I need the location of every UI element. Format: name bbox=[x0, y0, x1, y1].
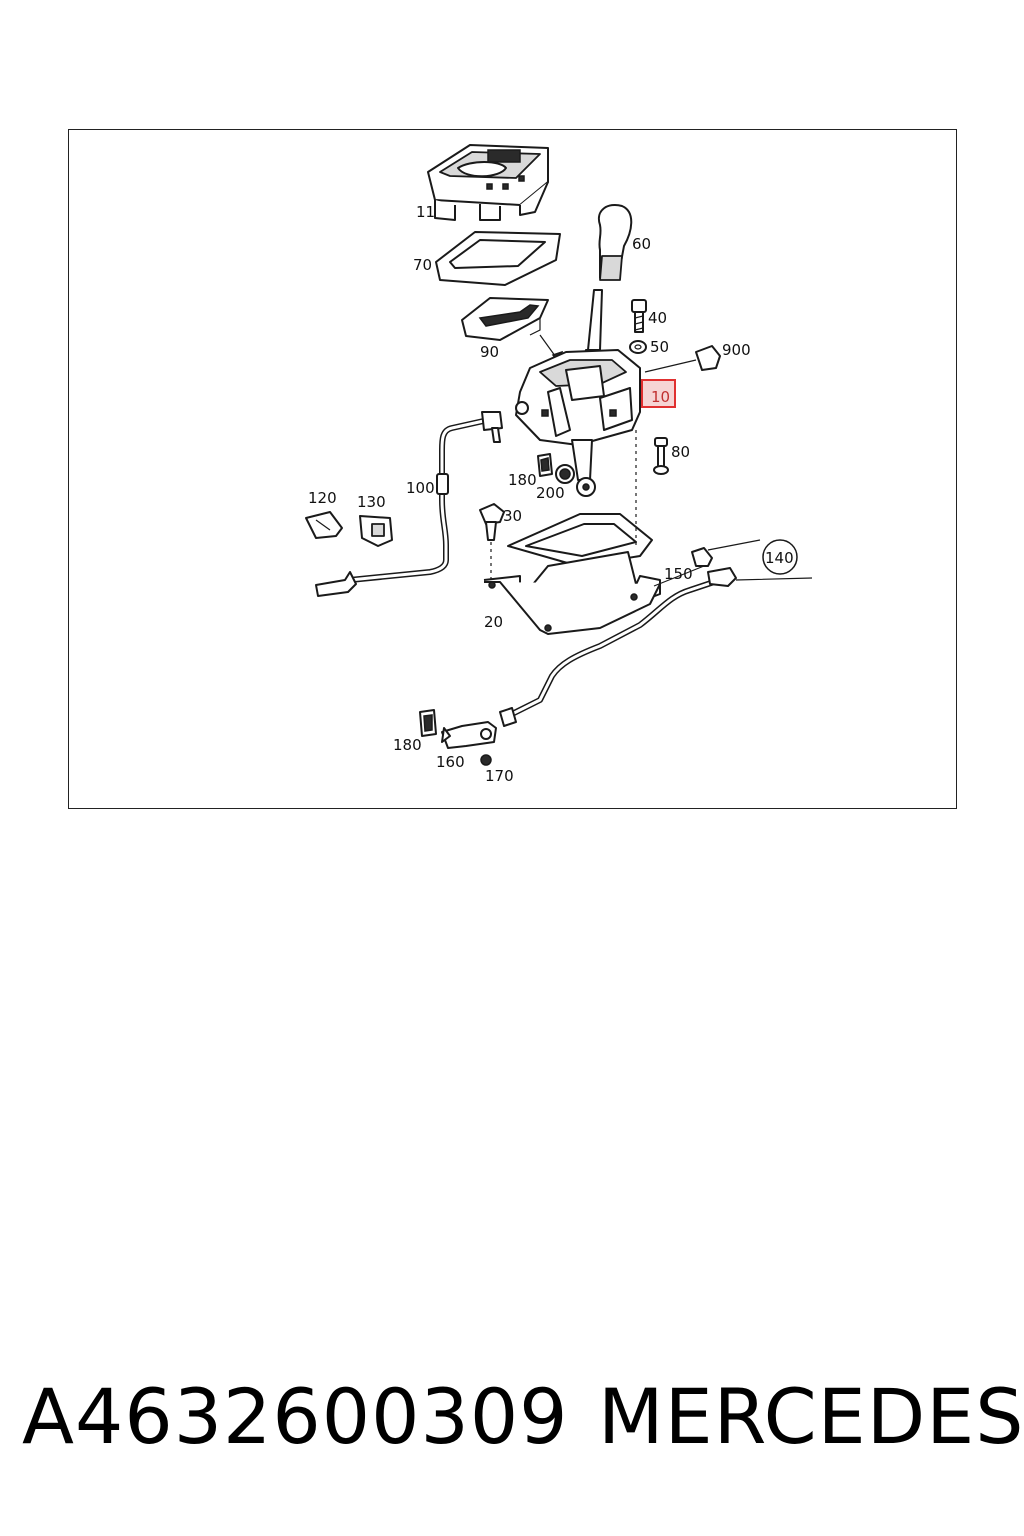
part-11-console-panel bbox=[427, 144, 549, 221]
part-10-shifter-housing bbox=[515, 349, 641, 497]
part-160-lever bbox=[441, 721, 497, 749]
part-70-trim-frame bbox=[435, 231, 561, 286]
callout-50: 50 bbox=[650, 338, 669, 356]
callout-170: 170 bbox=[485, 767, 514, 785]
part-40-bolt bbox=[631, 299, 647, 333]
part-90-gate-plate bbox=[461, 297, 563, 366]
callout-130: 130 bbox=[357, 493, 386, 511]
callout-180-lower: 180 bbox=[393, 736, 422, 754]
callout-10-highlight-box bbox=[641, 379, 676, 408]
callout-140: 140 bbox=[765, 549, 794, 567]
part-150-bushing bbox=[691, 547, 713, 567]
callout-100: 100 bbox=[406, 479, 435, 497]
callout-150: 150 bbox=[664, 565, 693, 583]
callout-70: 70 bbox=[413, 256, 432, 274]
part-180-clip-upper bbox=[537, 453, 553, 477]
callout-140-circle bbox=[762, 539, 798, 575]
part-180-clip-lower bbox=[419, 709, 437, 737]
part-170-nut bbox=[480, 754, 492, 766]
callout-90: 90 bbox=[480, 343, 499, 361]
callout-20: 20 bbox=[484, 613, 503, 631]
part-900-connector bbox=[644, 345, 721, 373]
part-30-bolt bbox=[479, 503, 505, 580]
part-140-shift-rod bbox=[499, 539, 813, 727]
part-60-gear-knob bbox=[579, 204, 633, 371]
caption-row: A4632600309 MERCEDES bbox=[0, 1372, 1024, 1472]
callout-180-upper: 180 bbox=[508, 471, 537, 489]
callout-120: 120 bbox=[308, 489, 337, 507]
part-50-washer bbox=[629, 340, 647, 354]
part-number: A4632600309 bbox=[22, 1372, 569, 1461]
callout-900: 900 bbox=[722, 341, 751, 359]
callout-40: 40 bbox=[648, 309, 667, 327]
callout-30: 30 bbox=[503, 507, 522, 525]
part-20-base-bracket bbox=[483, 430, 661, 635]
callout-10: 10 bbox=[651, 388, 670, 406]
part-130-clip bbox=[359, 515, 393, 547]
part-120-clip bbox=[305, 511, 343, 539]
callout-200: 200 bbox=[536, 484, 565, 502]
callout-11: 11 bbox=[416, 203, 435, 221]
callout-80: 80 bbox=[671, 443, 690, 461]
callout-160: 160 bbox=[436, 753, 465, 771]
callout-60: 60 bbox=[632, 235, 651, 253]
part-200-bushing bbox=[555, 464, 575, 484]
part-80-screw bbox=[653, 437, 669, 475]
part-100-cable bbox=[315, 411, 503, 597]
brand-name: MERCEDES bbox=[598, 1372, 1024, 1461]
